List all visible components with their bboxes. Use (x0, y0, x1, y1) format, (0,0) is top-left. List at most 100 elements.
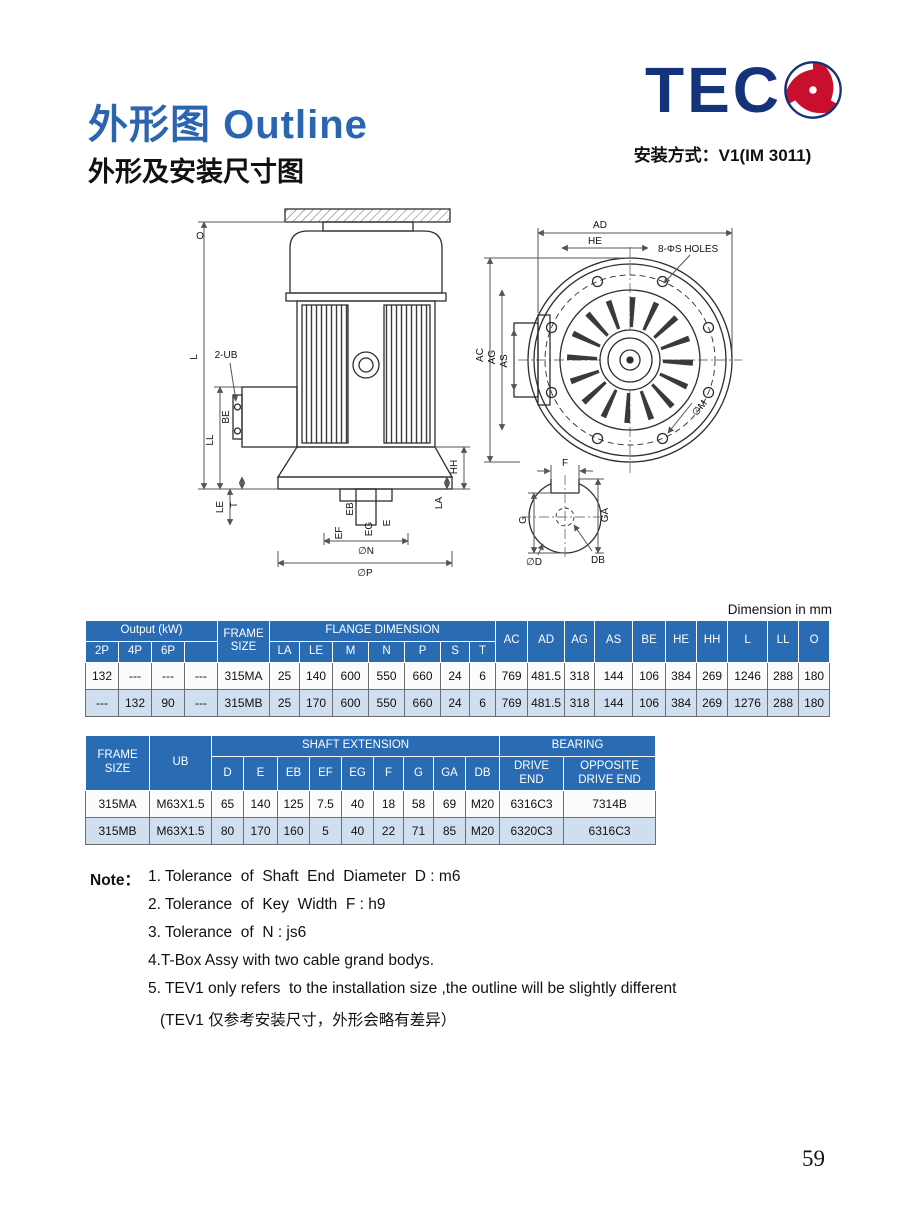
table-cell: 269 (696, 688, 729, 717)
table-cell: 318 (564, 688, 596, 717)
dim-label-ac: AC (475, 348, 486, 362)
dimension-unit-note: Dimension in mm (727, 602, 832, 617)
side-dimension-labels: O L 2-UB LL BE LE T EB EF EG E HH LA ∅N … (189, 231, 460, 579)
table-cell: 71 (403, 817, 434, 846)
page-subtitle: 外形及安装尺寸图 (88, 157, 304, 187)
table1-header-row: Output (kW) FRAME SIZE FLANGE DIMENSION … (84, 620, 831, 663)
dim-label-phi-d: ∅D (526, 557, 542, 568)
table-cell: 660 (404, 661, 442, 690)
table-cell: 40 (341, 817, 374, 846)
table-cell: 6316C3 (563, 817, 657, 846)
ub-header: UB (149, 734, 212, 792)
col-header-be: BE (632, 620, 667, 663)
table-cell: 6316C3 (499, 790, 565, 819)
col-header-he: HE (665, 620, 698, 663)
table-cell: 22 (373, 817, 404, 846)
dim-label-l: L (189, 354, 200, 360)
table-cell: 1246 (727, 661, 769, 690)
col-header-as: AS (594, 620, 634, 663)
note-item: 1. Tolerance of Shaft End Diameter D : m… (148, 868, 461, 885)
frame-size-header: FRAME SIZE (85, 734, 150, 792)
teco-logo: TEC (608, 58, 843, 122)
dim-label-t: T (229, 502, 240, 508)
table-cell: M63X1.5 (149, 817, 212, 846)
table-cell: 180 (798, 661, 831, 690)
table-cell: 288 (767, 661, 800, 690)
col-header-ag: AG (564, 620, 596, 663)
note-item: (TEV1 仅参考安装尺寸，外形会略有差异） (160, 1012, 457, 1029)
sub-col-header: DB (464, 755, 501, 792)
col-header-ad: AD (527, 620, 566, 663)
flange-dimension-table: Output (kW) FRAME SIZE FLANGE DIMENSION … (84, 620, 831, 717)
sub-col-header: E (243, 755, 278, 792)
table-cell: 180 (798, 688, 831, 717)
table-cell: 769 (495, 661, 529, 690)
output-header: Output (kW) (84, 620, 219, 642)
table-cell: 90 (151, 688, 185, 717)
dim-label-2ub: 2-UB (215, 350, 238, 361)
table-cell: 132 (85, 661, 119, 690)
sub-col-header: M (332, 640, 370, 663)
shaft-dimension-lines (528, 465, 604, 556)
table-cell: 600 (332, 661, 370, 690)
col-header-hh: HH (696, 620, 729, 663)
sub-col-header: LA (269, 640, 301, 663)
col-header-ac: AC (495, 620, 529, 663)
dim-label-phi-n: ∅N (358, 546, 374, 557)
table-cell: M20 (464, 817, 501, 846)
table-cell: --- (183, 688, 219, 717)
dim-label-o: O (196, 231, 204, 242)
outline-drawing: O L 2-UB LL BE LE T EB EF EG E HH LA ∅N … (189, 208, 742, 579)
table-cell: 315MB (217, 688, 271, 717)
table-cell: 481.5 (527, 661, 566, 690)
notes-section: Note： 1. Tolerance of Shaft End Diameter… (90, 868, 810, 1040)
table-cell: 660 (404, 688, 442, 717)
table-cell: 140 (299, 661, 334, 690)
table-cell: 144 (594, 688, 634, 717)
table-cell: 132 (118, 688, 152, 717)
table-cell: 106 (632, 661, 667, 690)
note-item: 3. Tolerance of N : js6 (148, 924, 307, 941)
table-cell: --- (151, 661, 185, 690)
table-cell: 25 (269, 688, 301, 717)
table-cell: 315MB (85, 817, 150, 846)
note-item: 5. TEV1 only refers to the installation … (148, 980, 677, 997)
table-cell: 288 (767, 688, 800, 717)
table-cell: 550 (368, 661, 406, 690)
table-cell: --- (183, 661, 219, 690)
note-item: 4.T-Box Assy with two cable grand bodys. (148, 952, 435, 969)
table-cell: --- (118, 661, 152, 690)
dim-label-ga: GA (600, 507, 611, 522)
table-cell: 5 (309, 817, 342, 846)
sub-col-header: N (368, 640, 406, 663)
table-cell: 315MA (85, 790, 150, 819)
dim-label-la: LA (434, 497, 445, 510)
shaft-dimension-labels: F G GA ∅D DB (518, 458, 611, 568)
dim-label-e: E (382, 519, 393, 526)
table-cell: 318 (564, 661, 596, 690)
dim-label-f: F (562, 458, 568, 469)
dim-label-db: DB (591, 555, 605, 566)
sub-col-header: 4P (118, 640, 152, 663)
dim-label-as: AS (499, 354, 510, 368)
dim-label-eb: EB (345, 502, 356, 516)
sub-col-header (183, 640, 219, 663)
col-header-o: O (798, 620, 831, 663)
sub-col-header: T (469, 640, 497, 663)
flange-dimension-header: FLANGE DIMENSION (269, 620, 497, 642)
teco-logo-text: TEC (645, 54, 782, 126)
dim-label-g: G (518, 516, 529, 524)
table-cell: 144 (594, 661, 634, 690)
motor-side-view (232, 208, 454, 526)
dim-label-he: HE (588, 236, 602, 247)
table-cell: 6320C3 (499, 817, 565, 846)
sub-col-header: 6P (151, 640, 185, 663)
page-title: 外形图 Outline (88, 103, 368, 147)
